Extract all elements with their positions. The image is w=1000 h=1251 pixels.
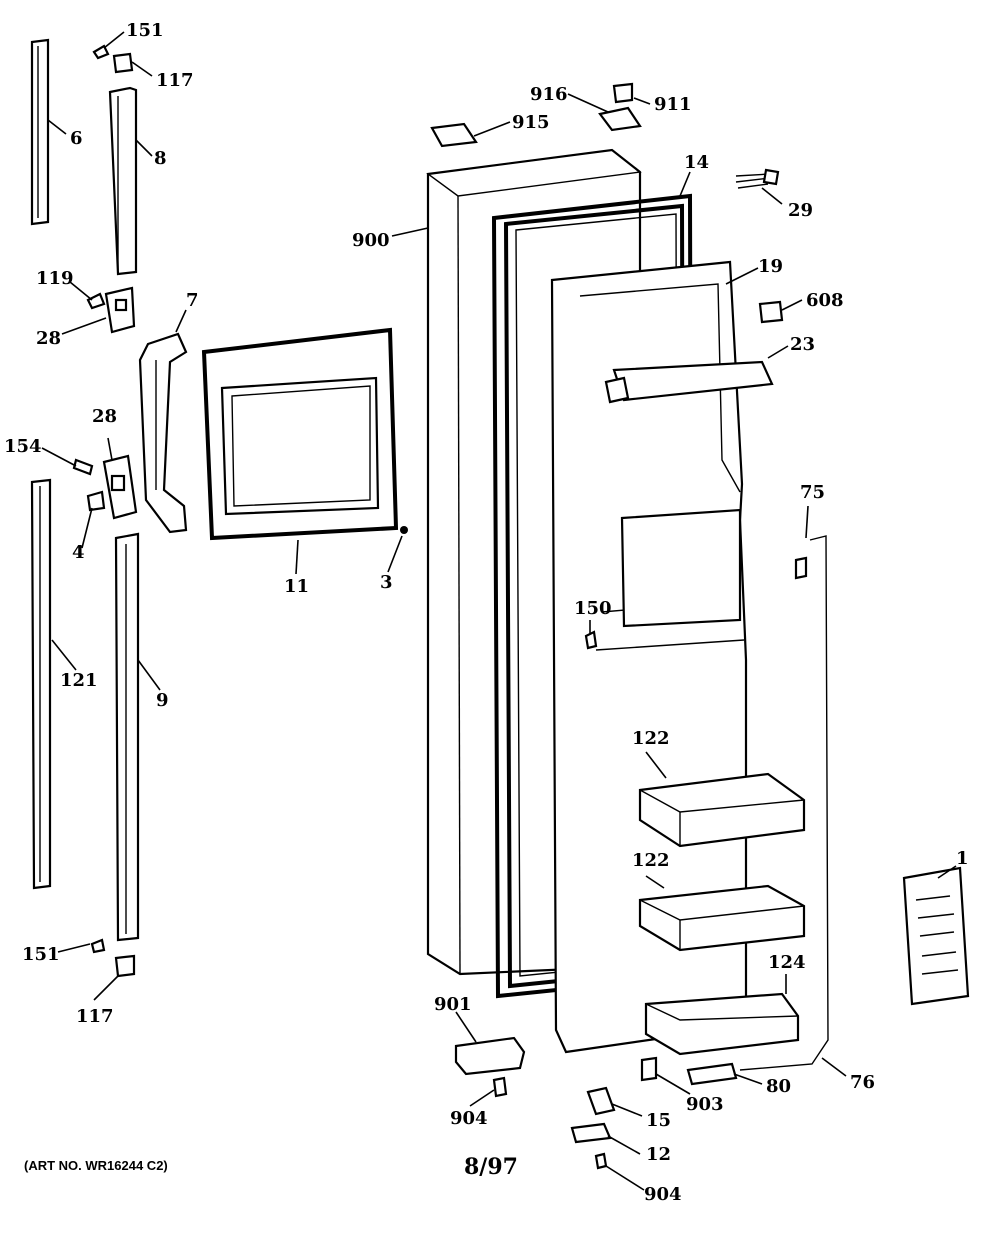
label-122-upper: 122 [632,728,670,749]
label-23: 23 [790,334,815,355]
part-75-sensor [794,556,808,580]
part-117-bushing-top [112,52,134,74]
part-608-switch [758,300,784,324]
label-915: 915 [512,112,550,133]
label-916: 916 [530,84,568,105]
part-28-hinge-upper [104,286,136,334]
art-number: (ART NO. WR16244 C2) [24,1158,168,1173]
part-4-clip [86,490,106,512]
part-29-wiring [735,168,780,189]
part-122-bin-lower [638,884,806,952]
label-1: 1 [956,848,969,869]
label-19: 19 [758,256,783,277]
label-29: 29 [788,200,813,221]
part-28-hinge-lower [102,454,138,520]
part-23-shelf-rail [604,360,774,404]
label-76: 76 [850,1072,875,1093]
label-9: 9 [156,690,169,711]
part-8-hinge-bar [108,86,138,276]
part-7-handle [138,332,188,534]
part-3-plug [400,526,408,534]
label-75: 75 [800,482,825,503]
part-1-manual [902,866,970,1006]
part-124-bin-bottom [644,992,800,1056]
part-6-trim-strip [30,38,50,226]
part-151-screw-top [92,44,110,60]
label-6: 6 [70,128,83,149]
part-121-gasket-strip [30,478,52,890]
label-28-upper: 28 [36,328,61,349]
part-904-screw-right [594,1152,608,1170]
part-11-door-panel [201,327,399,541]
label-15: 15 [646,1110,671,1131]
label-122-lower: 122 [632,850,670,871]
label-903: 903 [686,1094,724,1115]
label-900: 900 [352,230,390,251]
label-117: 117 [156,70,194,91]
label-11: 11 [284,576,309,597]
label-7: 7 [186,290,199,311]
label-12: 12 [646,1144,671,1165]
part-151-screw-bottom [90,938,106,954]
part-904-screw-left [492,1076,508,1098]
label-8: 8 [154,148,167,169]
label-151-lower: 151 [22,944,60,965]
part-915-cap [430,122,478,148]
date-code: 8/97 [464,1154,518,1180]
label-3: 3 [380,572,393,593]
part-119-screw [86,292,106,310]
label-904-right: 904 [644,1184,682,1205]
label-608: 608 [806,290,844,311]
part-901-bracket [454,1036,526,1076]
part-76-tube [739,535,829,1071]
label-154: 154 [4,436,42,457]
part-dispenser-recess [620,508,742,628]
label-124: 124 [768,952,806,973]
part-12-bracket [570,1122,612,1144]
part-911-bushing [612,82,634,104]
label-911: 911 [654,94,692,115]
part-903-fitting [640,1056,658,1082]
part-9-hinge-bar-lower [114,532,140,942]
part-117-bushing-bottom [114,954,136,978]
part-150-screw [584,630,598,650]
part-122-bin-upper [638,772,806,848]
label-80: 80 [766,1076,791,1097]
part-154-screw [72,458,94,476]
label-14: 14 [684,152,709,173]
part-916-cap [598,106,642,132]
leader-lines [41,31,957,1191]
label-4: 4 [72,542,85,563]
label-901: 901 [434,994,472,1015]
label-121: 121 [60,670,98,691]
part-80-clip [686,1062,738,1086]
label-117-lower: 117 [76,1006,114,1027]
label-119: 119 [36,268,74,289]
label-151: 151 [126,20,164,41]
label-28-lower: 28 [92,406,117,427]
part-15-hinge-bottom [586,1086,616,1116]
label-904-left: 904 [450,1108,488,1129]
label-150: 150 [574,598,612,619]
